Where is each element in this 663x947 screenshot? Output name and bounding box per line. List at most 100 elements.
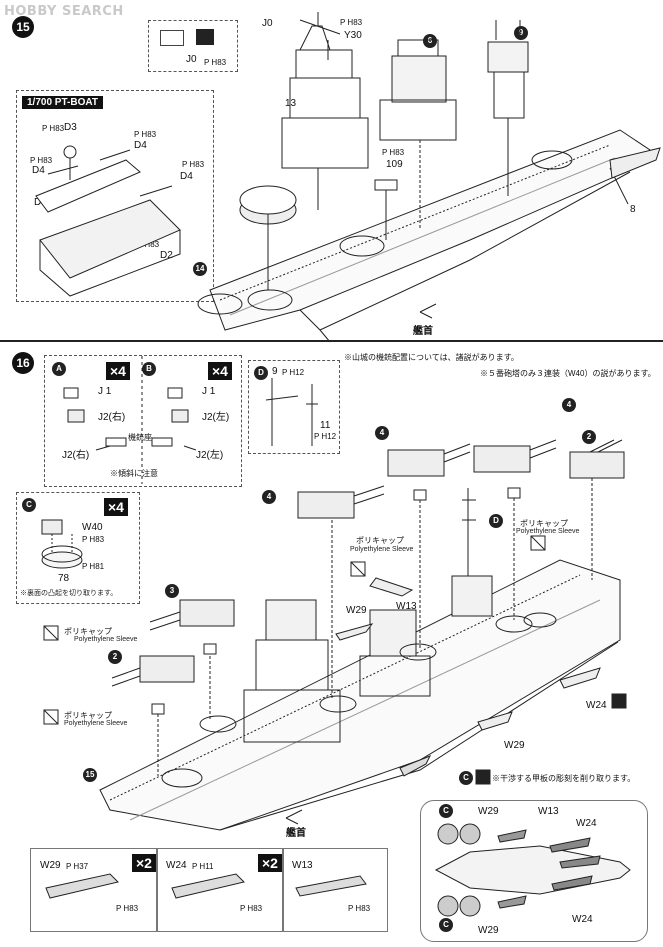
pt-boat-title: 1/700 PT-BOAT: [22, 96, 103, 109]
w29-box-part: W29: [40, 860, 61, 871]
layout-w29b: W29: [478, 925, 499, 936]
c-w40-label: W40: [82, 522, 103, 533]
j0-decal-plate: [160, 30, 184, 46]
pt-d4-a: D4: [134, 140, 147, 151]
pt-ph83-d: P H83: [182, 160, 205, 169]
bow-label-16: 艦首: [286, 828, 306, 839]
d-ph12-b: P H12: [314, 432, 337, 441]
part-13-label: 13: [285, 98, 297, 109]
j0-decal-flag: [196, 29, 214, 45]
hull-15: [209, 129, 651, 343]
c-callout-badge: C: [459, 771, 473, 785]
part-3-badge: 3: [165, 584, 179, 598]
c-ph83-label: P H83: [82, 535, 105, 544]
pt-ph83-b: P H83: [134, 130, 157, 139]
poly-en-d: Polyethylene Sleeve: [64, 720, 128, 727]
poly-jp-a: ポリキャップ: [356, 536, 404, 545]
poly-jp-c: ポリキャップ: [64, 627, 112, 636]
w13-box-ph2: P H83: [348, 904, 371, 913]
layout-w29a: W29: [478, 806, 499, 817]
bow-label-15: 艦首: [413, 326, 433, 337]
layout-c2-badge: C: [439, 918, 453, 932]
poly-en-a: Polyethylene Sleeve: [350, 546, 414, 553]
superstructure-16: [161, 488, 557, 788]
part-14-badge: 14: [193, 262, 207, 276]
w29b-label: W29: [504, 740, 525, 751]
part-4c-badge: 4: [262, 490, 276, 504]
a-mount-label: 機銃座: [128, 433, 152, 442]
w29-box: [30, 848, 158, 932]
w40-note: ※５番砲塔のみ３連装（W40）の説があります。: [480, 369, 656, 378]
subassembly-b-multiplier: ×4: [208, 362, 232, 380]
subassembly-a-multiplier: ×4: [106, 362, 130, 380]
pt-boat-box: [16, 90, 214, 302]
j0-callout-box: [148, 20, 238, 72]
w24-label: W24: [586, 700, 607, 711]
b-tilt-note: ※傾斜に注意: [110, 469, 158, 478]
bridge-tower-13: [239, 12, 369, 225]
ph83-109-label: P H83: [382, 148, 405, 157]
a-j1-label: J 1: [98, 386, 112, 397]
a-j2r-label: J2(右): [98, 412, 126, 423]
part-15-badge: 15: [83, 768, 97, 782]
layout-w24b: W24: [572, 914, 593, 925]
subassembly-a-box: [44, 355, 242, 487]
subassembly-c-badge: C: [22, 498, 36, 512]
pt-d1-label: D1: [34, 197, 47, 208]
pt-ph83-e: P H83: [137, 240, 160, 249]
layout-c-badge: C: [439, 804, 453, 818]
poly-jp-b: ポリキャップ: [520, 519, 568, 528]
poly-jp-d: ポリキャップ: [64, 711, 112, 720]
hull-16: [99, 559, 621, 831]
w24-box-mult: ×2: [258, 854, 282, 872]
part-4a-badge: 4: [375, 426, 389, 440]
w29a-label: W29: [346, 605, 367, 616]
layout-w24a: W24: [576, 818, 597, 829]
part-2a-badge: 2: [582, 430, 596, 444]
d-part9-label: 9: [272, 366, 278, 377]
y30-label: Y30: [344, 30, 362, 41]
step-16-badge: 16: [12, 352, 34, 374]
c-note: ※裏面の凸起を切り取ります。: [20, 590, 118, 597]
w24-box-ph2: P H83: [240, 904, 263, 913]
d-callout-badge: D: [489, 514, 503, 528]
ph83-top-label: P H83: [340, 18, 363, 27]
layout-w13: W13: [538, 806, 559, 817]
w29-box-ph2: P H83: [116, 904, 139, 913]
b-j2l-label: J2(左): [202, 412, 230, 423]
w24-box-part: W24: [166, 860, 187, 871]
w13-box-part: W13: [292, 860, 313, 871]
a-j2r2-label: J2(右): [62, 450, 90, 461]
poly-en-c: Polyethylene Sleeve: [74, 636, 138, 643]
b-j2l2-label: J2(左): [196, 450, 224, 461]
poly-en-b: Polyethylene Sleeve: [516, 528, 580, 535]
subassembly-c-multiplier: ×4: [104, 498, 128, 516]
b-j1-label: J 1: [202, 386, 216, 397]
part-109-label: 109: [386, 159, 403, 170]
subassembly-d-badge: D: [254, 366, 268, 380]
d-ph12-a: P H12: [282, 368, 305, 377]
c-part78-label: 78: [58, 573, 70, 584]
part-2b-badge: 2: [108, 650, 122, 664]
section-divider: [0, 340, 663, 342]
c-ph81-label: P H81: [82, 562, 105, 571]
pt-d3-label: D3: [64, 122, 77, 133]
top-note: ※山城の機銃配置については、諸説があります。: [344, 353, 519, 362]
pt-d4-c: D4: [180, 171, 193, 182]
part-9-badge: 9: [514, 26, 528, 40]
w24-box-ph: P H11: [192, 862, 214, 871]
step-15-badge: 15: [12, 16, 34, 38]
d-part11-label: 11: [320, 420, 331, 431]
subassembly-c-box: [16, 492, 140, 604]
pt-ph83-a: P H83: [42, 124, 65, 133]
part-6-badge: 6: [423, 34, 437, 48]
pt-d4-b: D4: [32, 165, 45, 176]
j0-top-label: J0: [262, 18, 273, 29]
w29-box-ph: P H37: [66, 862, 89, 871]
part-4b-badge: 4: [562, 398, 576, 412]
pt-ph83-c: P H83: [30, 156, 53, 165]
pt-d2-label: D2: [160, 250, 173, 261]
boat-layout-box: [420, 800, 648, 942]
w13-box: [282, 848, 388, 932]
w13-label: W13: [396, 601, 417, 612]
